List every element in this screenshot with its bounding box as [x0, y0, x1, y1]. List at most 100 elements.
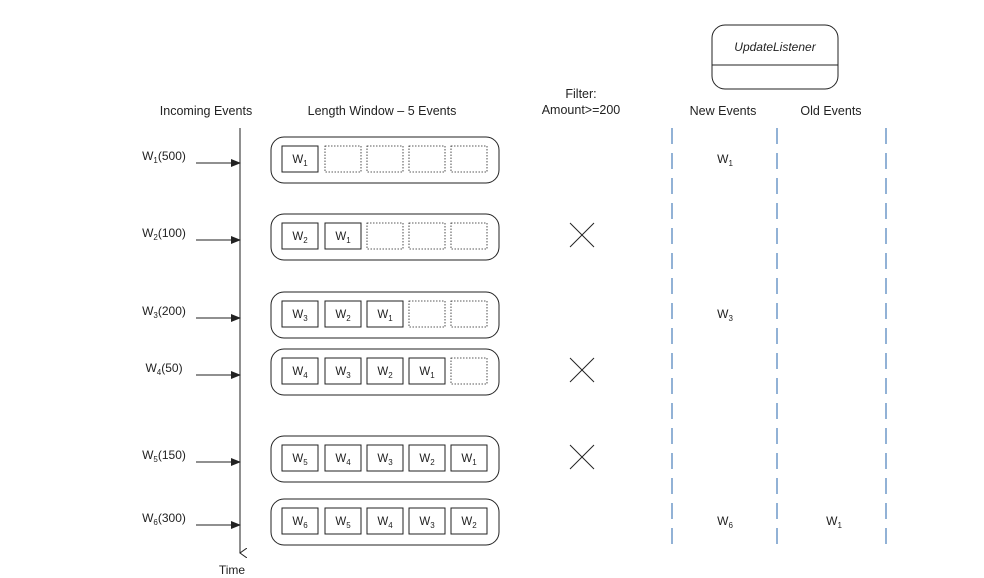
- window-slot-empty: [450, 145, 488, 173]
- window-slot-event: W1: [377, 309, 393, 323]
- window-slot-event-base: W: [292, 154, 303, 166]
- window-slot-filled: [324, 444, 362, 472]
- window-slot-event-base: W: [419, 453, 430, 465]
- window-slot-empty: [324, 145, 362, 173]
- window-slot-empty: [450, 357, 488, 385]
- window-slot-empty: [366, 222, 404, 250]
- window-slot-event-subscript: 3: [346, 371, 351, 380]
- window-slot-event-base: W: [377, 309, 388, 321]
- new-event-label: W6: [717, 514, 733, 530]
- incoming-event-label-base: W: [142, 511, 154, 525]
- window-slot-filled: [281, 507, 319, 535]
- incoming-event-label-subscript: 3: [153, 311, 158, 320]
- window-slot-event-subscript: 3: [303, 314, 308, 323]
- window-slot-event: W3: [335, 366, 351, 380]
- window-slot-event-subscript: 2: [472, 521, 477, 530]
- incoming-event-label-amount: (200): [158, 304, 186, 318]
- window-slot-filled: [324, 222, 362, 250]
- window-slot-filled: [324, 357, 362, 385]
- new-event-label-base: W: [717, 307, 729, 321]
- new-event-label: W3: [717, 307, 733, 323]
- window-slot-event-base: W: [292, 366, 303, 378]
- incoming-event-label-amount: (100): [158, 226, 186, 240]
- window-slot-event-subscript: 1: [472, 458, 477, 467]
- header-incoming-events: Incoming Events: [160, 104, 252, 118]
- window-slot-filled: [281, 145, 319, 173]
- incoming-event-label-amount: (50): [161, 361, 182, 375]
- window-slot-event-subscript: 4: [388, 521, 393, 530]
- window-slot-event: W2: [419, 453, 435, 467]
- window-slot-event-base: W: [377, 366, 388, 378]
- window-slot-empty: [408, 145, 446, 173]
- incoming-event-label-subscript: 2: [153, 233, 158, 242]
- window-slot-event: W3: [377, 453, 393, 467]
- window-slot-event: W2: [377, 366, 393, 380]
- window-slot-event-subscript: 3: [388, 458, 393, 467]
- window-slot-filled: [450, 444, 488, 472]
- window-slot-event-subscript: 4: [346, 458, 351, 467]
- window-slot-event-subscript: 1: [430, 371, 435, 380]
- window-slot-event: W4: [335, 453, 351, 467]
- window-slot-filled: [324, 507, 362, 535]
- window-slot-event-base: W: [419, 366, 430, 378]
- incoming-event-label-subscript: 1: [153, 156, 158, 165]
- window-slot-filled: [366, 300, 404, 328]
- window-slot-event: W1: [335, 231, 351, 245]
- new-event-label-subscript: 1: [728, 159, 733, 168]
- header-filter-line2: Amount>=200: [542, 103, 621, 117]
- window-slot-event: W3: [292, 309, 308, 323]
- window-slot-event-base: W: [292, 453, 303, 465]
- window-slot-filled: [366, 357, 404, 385]
- window-slot-event: W2: [461, 516, 477, 530]
- window-slot-empty: [408, 300, 446, 328]
- window-slot-filled: [281, 444, 319, 472]
- window-slot-event-subscript: 6: [303, 521, 308, 530]
- incoming-event-label-base: W: [142, 448, 154, 462]
- new-event-label: W1: [717, 152, 733, 168]
- window-slot-event-subscript: 1: [346, 236, 351, 245]
- incoming-event-label-base: W: [142, 149, 154, 163]
- incoming-event-label: W2(100): [142, 226, 186, 242]
- window-slot-event-subscript: 2: [303, 236, 308, 245]
- window-slot-event: W5: [292, 453, 308, 467]
- window-slot-event: W5: [335, 516, 351, 530]
- window-slot-event-subscript: 1: [388, 314, 393, 323]
- window-slot-event-subscript: 4: [303, 371, 308, 380]
- window-slot-event-base: W: [292, 516, 303, 528]
- old-event-label-base: W: [826, 514, 838, 528]
- window-slot-filled: [366, 444, 404, 472]
- header-old-events: Old Events: [800, 104, 861, 118]
- window-slot-event-base: W: [292, 231, 303, 243]
- window-slot-event-base: W: [335, 516, 346, 528]
- new-event-label-subscript: 3: [728, 314, 733, 323]
- window-slot-event: W6: [292, 516, 308, 530]
- window-slot-filled: [281, 300, 319, 328]
- window-slot-event-base: W: [335, 453, 346, 465]
- window-slot-empty: [450, 300, 488, 328]
- incoming-event-label-subscript: 6: [153, 518, 158, 527]
- window-slot-filled: [324, 300, 362, 328]
- window-slot-event-base: W: [335, 231, 346, 243]
- window-slot-event-base: W: [335, 309, 346, 321]
- window-slot-filled: [281, 222, 319, 250]
- window-slot-event-subscript: 5: [303, 458, 308, 467]
- window-slot-filled: [408, 357, 446, 385]
- window-slot-event: W3: [419, 516, 435, 530]
- incoming-event-label: W5(150): [142, 448, 186, 464]
- incoming-event-label-subscript: 4: [157, 368, 162, 377]
- window-slot-event-base: W: [461, 453, 472, 465]
- header-length-window: Length Window – 5 Events: [308, 104, 457, 118]
- new-event-label-subscript: 6: [728, 521, 733, 530]
- old-event-label: W1: [826, 514, 842, 530]
- window-slot-empty: [408, 222, 446, 250]
- window-slot-event-base: W: [292, 309, 303, 321]
- old-event-label-subscript: 1: [837, 521, 842, 530]
- window-slot-event: W2: [335, 309, 351, 323]
- window-slot-event: W2: [292, 231, 308, 245]
- window-slot-filled: [366, 507, 404, 535]
